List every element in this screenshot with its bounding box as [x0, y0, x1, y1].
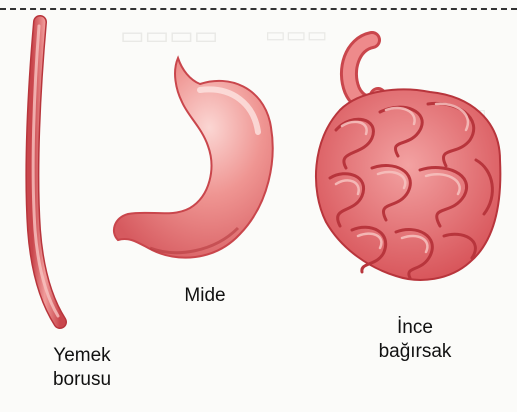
stomach-label-line1: Mide — [145, 284, 265, 308]
small-intestine-label-line2: bağırsak — [350, 340, 480, 364]
esophagus-label-line2: borusu — [22, 368, 142, 392]
small-intestine-label-line1: İnce — [350, 316, 480, 340]
esophagus-label: Yemek borusu — [22, 344, 142, 392]
esophagus-label-line1: Yemek — [22, 344, 142, 368]
stomach-label: Mide — [145, 284, 265, 308]
small-intestine-label: İnce bağırsak — [350, 316, 480, 364]
small-intestine-shape — [316, 40, 500, 280]
stomach-shape — [114, 58, 273, 258]
esophagus-shape — [32, 22, 60, 322]
